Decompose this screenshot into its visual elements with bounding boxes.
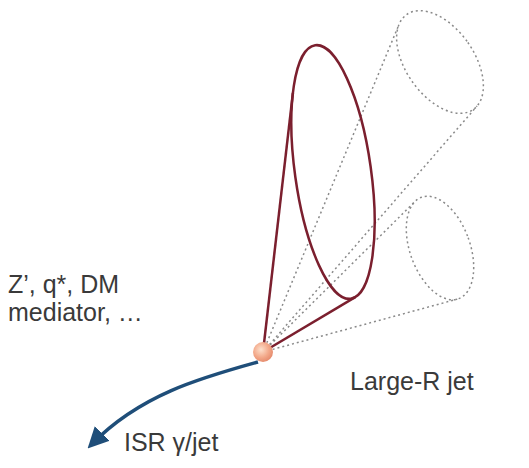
cone-side xyxy=(263,201,415,352)
cone-side xyxy=(263,24,399,352)
cone-rim xyxy=(393,187,486,309)
large-r-jet-cone xyxy=(263,40,388,352)
subjet-cone xyxy=(263,0,501,352)
resonance-dot xyxy=(253,342,273,362)
cone-side xyxy=(263,93,293,352)
particle-label: Z’, q*, DM mediator, … xyxy=(8,270,160,326)
cone-rim xyxy=(379,0,501,129)
cone-rim xyxy=(278,40,389,304)
isr-label: ISR γ/jet xyxy=(124,428,274,456)
jet-label: Large-R jet xyxy=(350,367,520,395)
cone-side xyxy=(263,106,477,352)
cone-side xyxy=(263,297,355,352)
cone-side xyxy=(263,299,457,352)
